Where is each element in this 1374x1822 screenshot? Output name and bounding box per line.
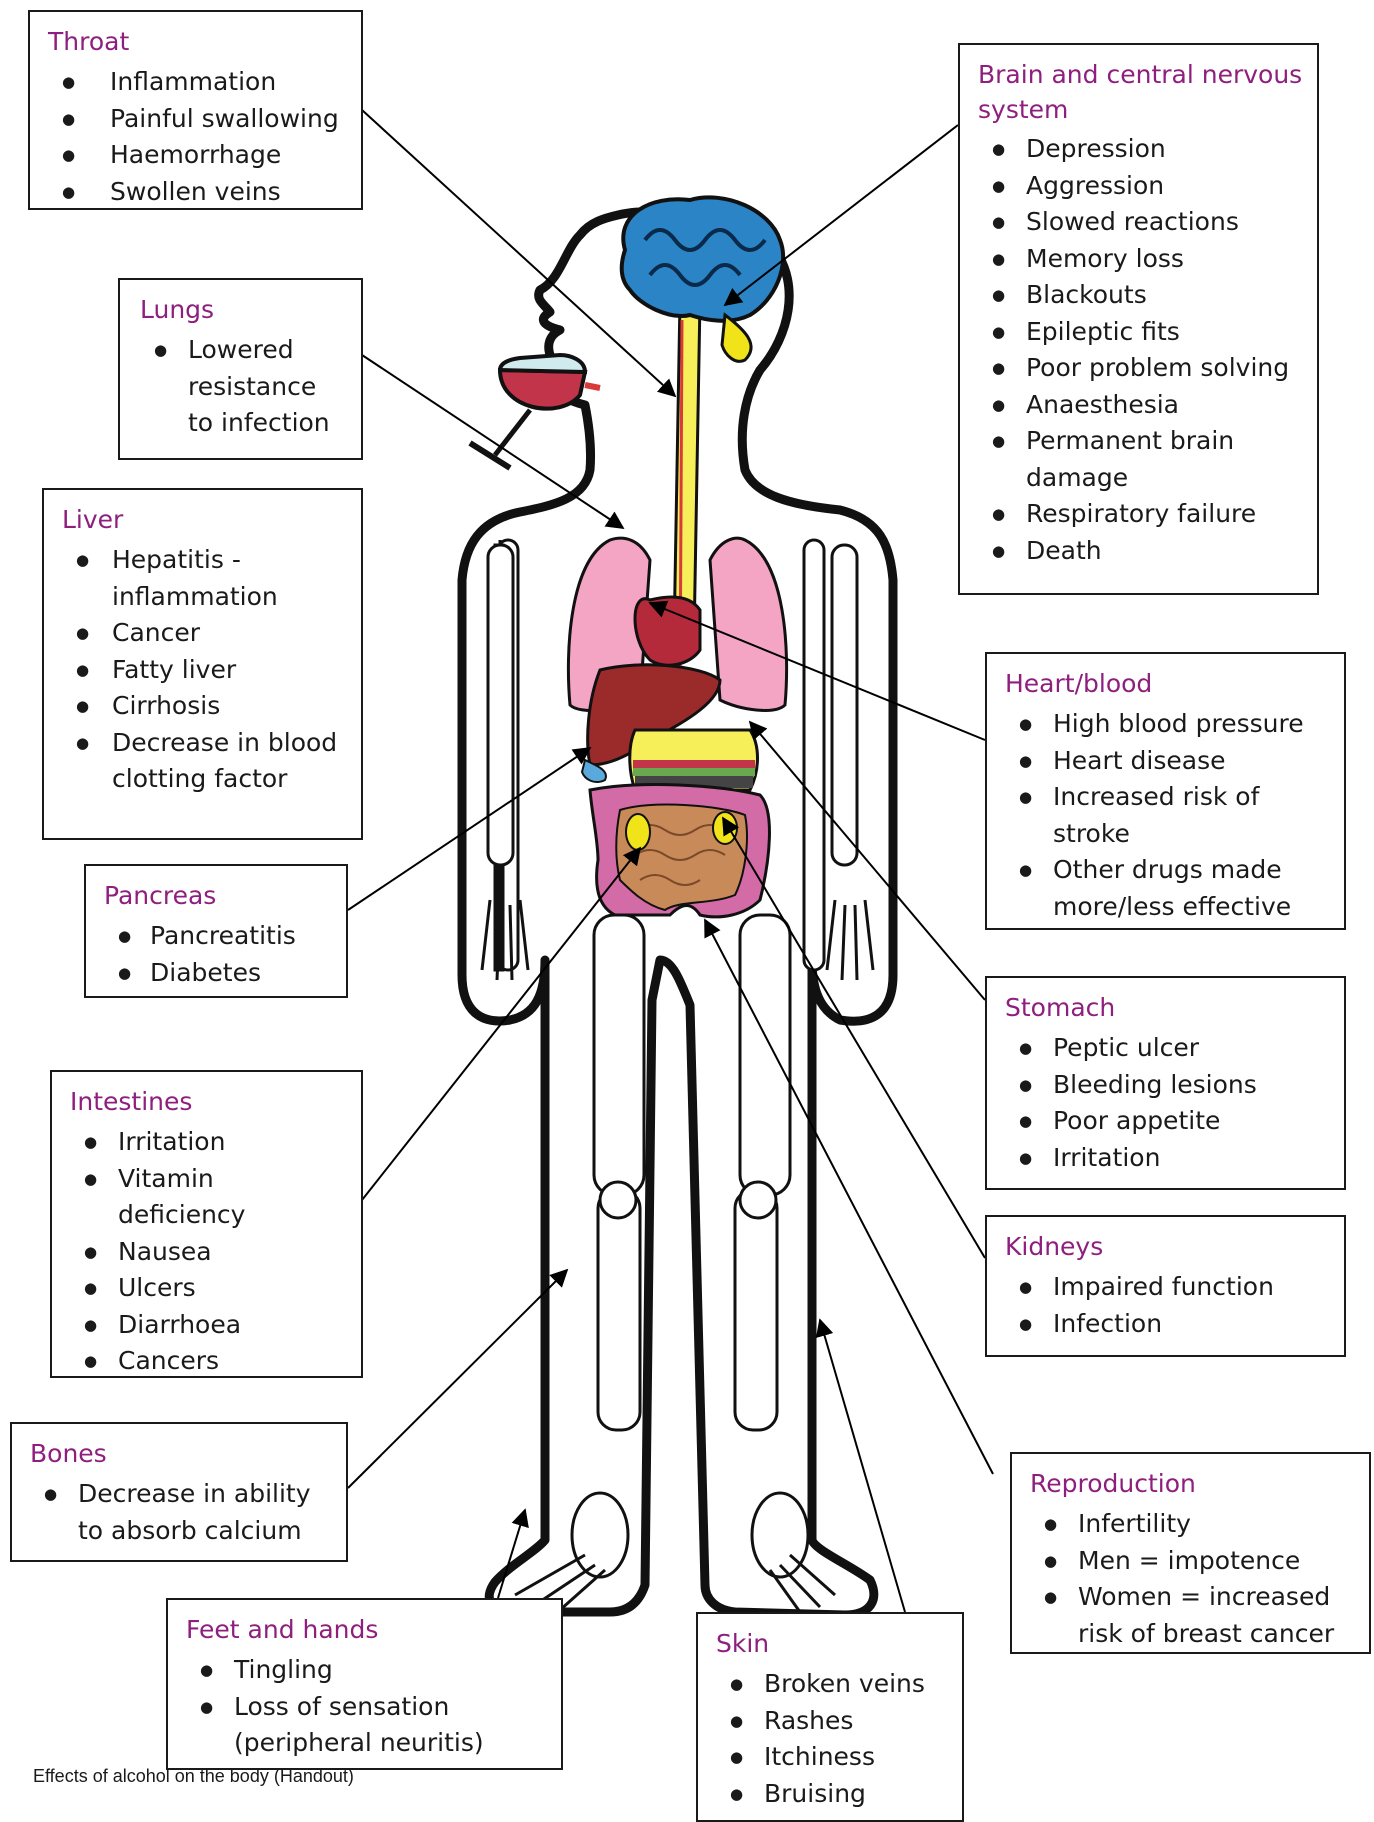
- list-item: Other drugs made more/less effective: [1005, 852, 1330, 925]
- brain-title: Brain and central nervous system: [978, 57, 1303, 127]
- reproduction-title: Reproduction: [1030, 1466, 1355, 1502]
- feet-title: Feet and hands: [186, 1612, 547, 1648]
- list-item: Aggression: [978, 168, 1303, 205]
- list-item: Inflammation: [48, 64, 347, 101]
- kidneys-box: Kidneys Impaired function Infection: [985, 1215, 1346, 1357]
- list-item: Itchiness: [716, 1739, 948, 1776]
- list-item: Bleeding lesions: [1005, 1067, 1330, 1104]
- skin-title: Skin: [716, 1626, 948, 1662]
- list-item: High blood pressure: [1005, 706, 1330, 743]
- skin-box: Skin Broken veins Rashes Itchiness Bruis…: [696, 1612, 964, 1822]
- list-item: Depression: [978, 131, 1303, 168]
- liver-list: Hepatitis - inflammation Cancer Fatty li…: [62, 542, 347, 798]
- list-item: Tingling: [186, 1652, 547, 1689]
- list-item: Cancer: [62, 615, 347, 652]
- list-item: Decrease in ability to absorb calcium: [30, 1476, 332, 1549]
- list-item: Rashes: [716, 1703, 948, 1740]
- intestines-list: Irritation Vitamin deficiency Nausea Ulc…: [70, 1124, 347, 1380]
- brain-box: Brain and central nervous system Depress…: [958, 43, 1319, 595]
- list-item: Men = impotence: [1030, 1543, 1355, 1580]
- list-item: Haemorrhage: [48, 137, 347, 174]
- list-item: Lowered resistance to infection: [140, 332, 347, 442]
- stomach-list: Peptic ulcer Bleeding lesions Poor appet…: [1005, 1030, 1330, 1176]
- bones-title: Bones: [30, 1436, 332, 1472]
- list-item: Bruising: [716, 1776, 948, 1813]
- list-item: Memory loss: [978, 241, 1303, 278]
- list-item: Hepatitis - inflammation: [62, 542, 347, 615]
- skin-list: Broken veins Rashes Itchiness Bruising: [716, 1666, 948, 1812]
- throat-title: Throat: [48, 24, 347, 60]
- list-item: Impaired function: [1005, 1269, 1330, 1306]
- list-item: Vitamin deficiency: [70, 1161, 347, 1234]
- list-item: Ulcers: [70, 1270, 347, 1307]
- list-item: Poor appetite: [1005, 1103, 1330, 1140]
- pancreas-box: Pancreas Pancreatitis Diabetes: [84, 864, 348, 998]
- list-item: Nausea: [70, 1234, 347, 1271]
- heart-list: High blood pressure Heart disease Increa…: [1005, 706, 1330, 925]
- throat-box: Throat Inflammation Painful swallowing H…: [28, 10, 363, 210]
- throat-list: Inflammation Painful swallowing Haemorrh…: [48, 64, 347, 210]
- stomach-title: Stomach: [1005, 990, 1330, 1026]
- list-item: Respiratory failure: [978, 496, 1303, 533]
- intestines-title: Intestines: [70, 1084, 347, 1120]
- brain-list: Depression Aggression Slowed reactions M…: [978, 131, 1303, 569]
- list-item: Pancreatitis: [104, 918, 332, 955]
- intestines-box: Intestines Irritation Vitamin deficiency…: [50, 1070, 363, 1378]
- list-item: Loss of sensation (peripheral neuritis): [186, 1689, 547, 1762]
- list-item: Peptic ulcer: [1005, 1030, 1330, 1067]
- list-item: Anaesthesia: [978, 387, 1303, 424]
- bones-list: Decrease in ability to absorb calcium: [30, 1476, 332, 1549]
- list-item: Heart disease: [1005, 743, 1330, 780]
- wine-glass: [470, 355, 600, 468]
- heart: [635, 597, 700, 665]
- list-item: Infertility: [1030, 1506, 1355, 1543]
- list-item: Death: [978, 533, 1303, 570]
- reproduction-list: Infertility Men = impotence Women = incr…: [1030, 1506, 1355, 1652]
- kidneys-title: Kidneys: [1005, 1229, 1330, 1265]
- list-item: Blackouts: [978, 277, 1303, 314]
- list-item: Decrease in blood clotting factor: [62, 725, 347, 798]
- stomach: [630, 730, 758, 790]
- kidneys-list: Impaired function Infection: [1005, 1269, 1330, 1342]
- list-item: Irritation: [1005, 1140, 1330, 1177]
- list-item: Increased risk of stroke: [1005, 779, 1330, 852]
- liver-title: Liver: [62, 502, 347, 538]
- list-item: Poor problem solving: [978, 350, 1303, 387]
- feet-list: Tingling Loss of sensation (peripheral n…: [186, 1652, 547, 1762]
- list-item: Swollen veins: [48, 174, 347, 211]
- list-item: Painful swallowing: [48, 101, 347, 138]
- esophagus: [674, 300, 700, 640]
- pancreas-title: Pancreas: [104, 878, 332, 914]
- list-item: Irritation: [70, 1124, 347, 1161]
- liver-box: Liver Hepatitis - inflammation Cancer Fa…: [42, 488, 363, 840]
- bones-box: Bones Decrease in ability to absorb calc…: [10, 1422, 348, 1562]
- list-item: Women = increased risk of breast cancer: [1030, 1579, 1355, 1652]
- list-item: Cirrhosis: [62, 688, 347, 725]
- pancreas-list: Pancreatitis Diabetes: [104, 918, 332, 991]
- heart-box: Heart/blood High blood pressure Heart di…: [985, 652, 1346, 930]
- list-item: Cancers: [70, 1343, 347, 1380]
- feet-box: Feet and hands Tingling Loss of sensatio…: [166, 1598, 563, 1770]
- list-item: Diarrhoea: [70, 1307, 347, 1344]
- list-item: Infection: [1005, 1306, 1330, 1343]
- lungs-list: Lowered resistance to infection: [140, 332, 347, 442]
- handout-caption: Effects of alcohol on the body (Handout): [33, 1766, 354, 1787]
- lungs-box: Lungs Lowered resistance to infection: [118, 278, 363, 460]
- list-item: Fatty liver: [62, 652, 347, 689]
- list-item: Permanent brain damage: [978, 423, 1303, 496]
- lungs-title: Lungs: [140, 292, 347, 328]
- reproduction-box: Reproduction Infertility Men = impotence…: [1010, 1452, 1371, 1654]
- list-item: Diabetes: [104, 955, 332, 992]
- list-item: Broken veins: [716, 1666, 948, 1703]
- list-item: Slowed reactions: [978, 204, 1303, 241]
- list-item: Epileptic fits: [978, 314, 1303, 351]
- heart-title: Heart/blood: [1005, 666, 1330, 702]
- stomach-box: Stomach Peptic ulcer Bleeding lesions Po…: [985, 976, 1346, 1190]
